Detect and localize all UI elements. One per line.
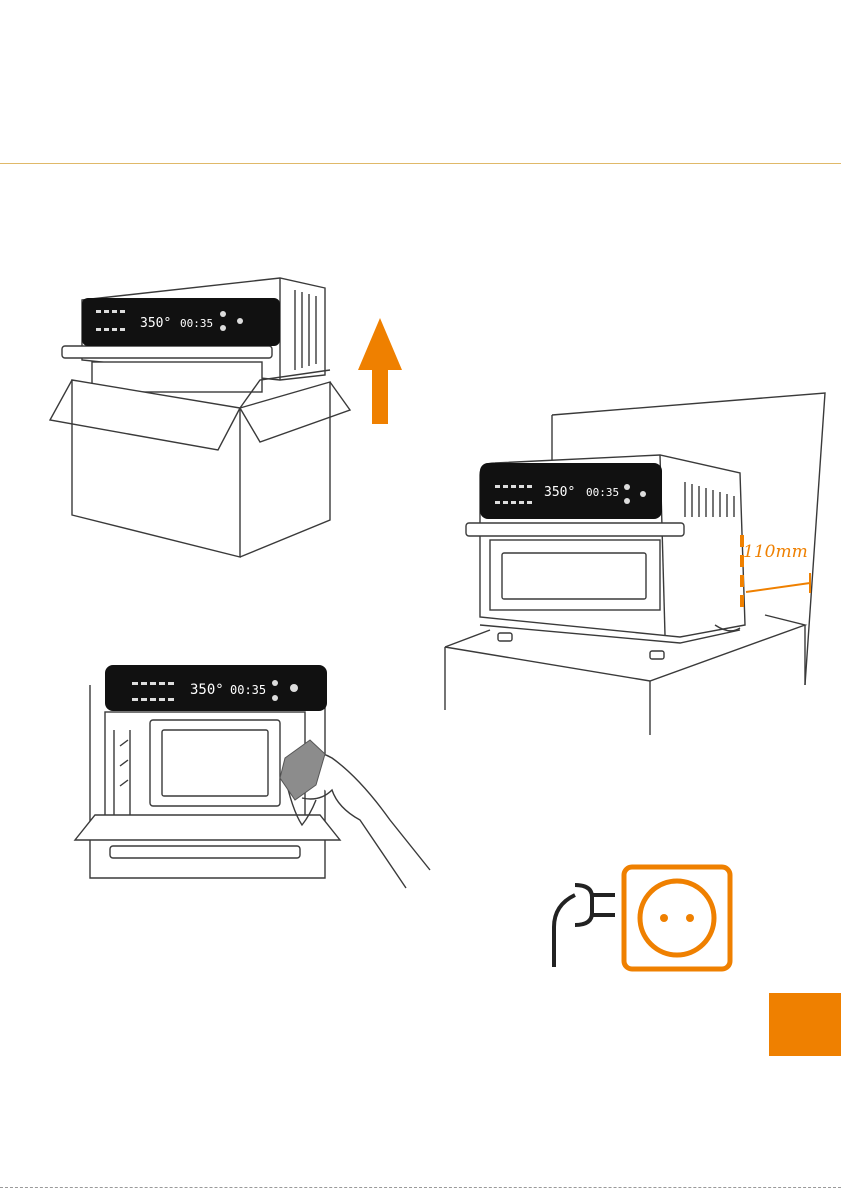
power-figure xyxy=(540,865,740,975)
clearance-display-temp: 350° xyxy=(544,485,575,500)
clearance-dimension-line xyxy=(746,573,810,593)
cleaning-display-temp: 350° xyxy=(190,682,224,698)
bottom-dotted-line xyxy=(0,1187,841,1188)
clearance-dimension-label: 110mm xyxy=(743,542,808,562)
clearance-display-time: 00:35 xyxy=(586,486,619,499)
unboxing-display-temp: 350° xyxy=(140,316,171,331)
clearance-figure: 350° 00:35 110mm xyxy=(440,385,835,740)
socket-icon xyxy=(624,867,730,969)
page-tab xyxy=(769,993,841,1056)
cleaning-display-time: 00:35 xyxy=(230,683,266,697)
arrow-up-icon xyxy=(358,318,402,424)
cleaning-figure: 350° 00:35 xyxy=(70,650,440,895)
unboxing-figure: 350° 00:35 xyxy=(40,270,410,570)
plug-icon xyxy=(554,885,615,967)
header-rule xyxy=(0,163,841,164)
unboxing-display-time: 00:35 xyxy=(180,317,213,330)
